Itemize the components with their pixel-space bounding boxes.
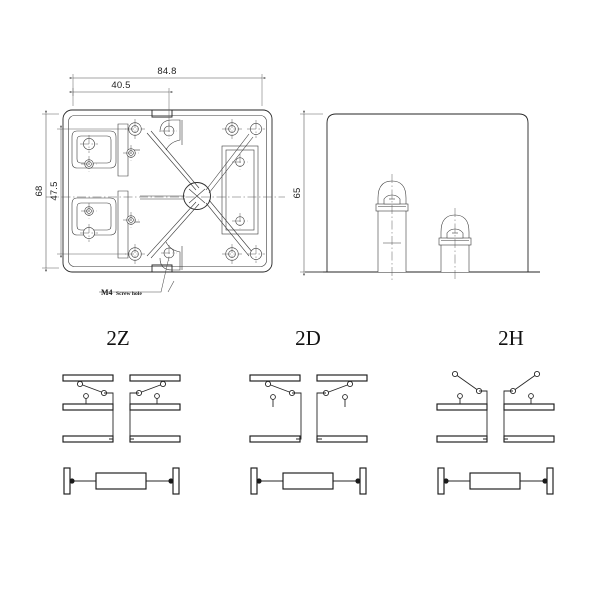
schematic-2D	[249, 374, 368, 495]
screw-hole-outer-tr	[247, 120, 265, 138]
dimension-hole-pitch-height	[57, 125, 126, 258]
coil-2D	[250, 467, 367, 495]
contact-bar-mid-left	[436, 403, 488, 411]
coil-2H	[437, 467, 554, 495]
coil-2Z	[63, 467, 180, 495]
contact-bar-mid-right	[503, 403, 555, 411]
screw-hole-pad-d	[80, 224, 98, 242]
schematic-2H	[436, 370, 555, 495]
contact-bar-bottom-right	[129, 435, 181, 443]
contact-bar-bottom-left	[436, 435, 488, 443]
hub-cutouts	[159, 119, 183, 271]
screw-hole-m4-bottom	[161, 245, 177, 261]
terminal-block-lower-left	[71, 197, 117, 236]
contact-bar-top-right	[316, 374, 368, 382]
dimension-label-side-height: 65	[292, 188, 303, 199]
dimension-label-overall-width: 84.8	[157, 66, 176, 77]
dimension-label-hole-pitch-height: 47.5	[49, 181, 60, 200]
contact-bar-bottom-right	[316, 435, 368, 443]
top-view-group	[42, 74, 285, 293]
contact-bar-top-right	[129, 374, 181, 382]
schematic-caption-2H: 2H	[498, 326, 524, 350]
screw-hole-cavity-b	[232, 213, 248, 229]
schematic-caption-2Z: 2Z	[106, 326, 129, 350]
contact-bar-bottom-right	[503, 435, 555, 443]
screw-hole-corner-tl	[125, 119, 145, 139]
contact-bar-mid-right	[129, 403, 181, 411]
contact-bar-top-left	[62, 374, 114, 382]
screw-hole-corner-br	[222, 244, 242, 264]
side-view-group	[300, 110, 540, 281]
post-tall	[375, 174, 409, 281]
screw-hole-pad-a	[80, 135, 98, 153]
screw-hole-pad-b	[81, 156, 97, 172]
screw-hole-corner-bl	[125, 244, 145, 264]
contact-bar-top-left	[249, 374, 301, 382]
contact-bar-bottom-left	[62, 435, 114, 443]
contact-bar-bottom-left	[249, 435, 301, 443]
post-short	[438, 208, 472, 281]
screw-hole-rail-a	[123, 145, 139, 161]
schematic-caption-2D: 2D	[295, 326, 321, 350]
center-hub	[183, 182, 211, 210]
dimension-overall-height	[42, 110, 59, 272]
m4-thread-label: M4	[101, 288, 113, 297]
center-ribs	[140, 130, 254, 259]
contact-bar-mid-left	[62, 403, 114, 411]
screw-hole-corner-tr	[222, 119, 242, 139]
dimension-overall-width	[69, 74, 266, 106]
screw-hole-cavity-a	[232, 154, 248, 170]
dimension-hole-pitch-width	[69, 88, 173, 126]
side-body-outline	[326, 113, 529, 273]
dimension-side-height	[300, 110, 323, 276]
screw-hole-outer-br	[247, 245, 265, 263]
schematic-2Z	[62, 374, 181, 495]
screw-hole-group	[80, 119, 265, 264]
m4-screw-hole-label: Screw hole	[116, 291, 142, 297]
screw-hole-pad-c	[81, 203, 97, 219]
screw-hole-rail-b	[123, 212, 139, 228]
terminal-block-upper-left	[71, 130, 117, 169]
dimension-label-hole-pitch-width: 40.5	[111, 80, 130, 91]
m4-leader-line	[99, 256, 175, 293]
dimension-label-overall-height: 68	[34, 186, 45, 197]
